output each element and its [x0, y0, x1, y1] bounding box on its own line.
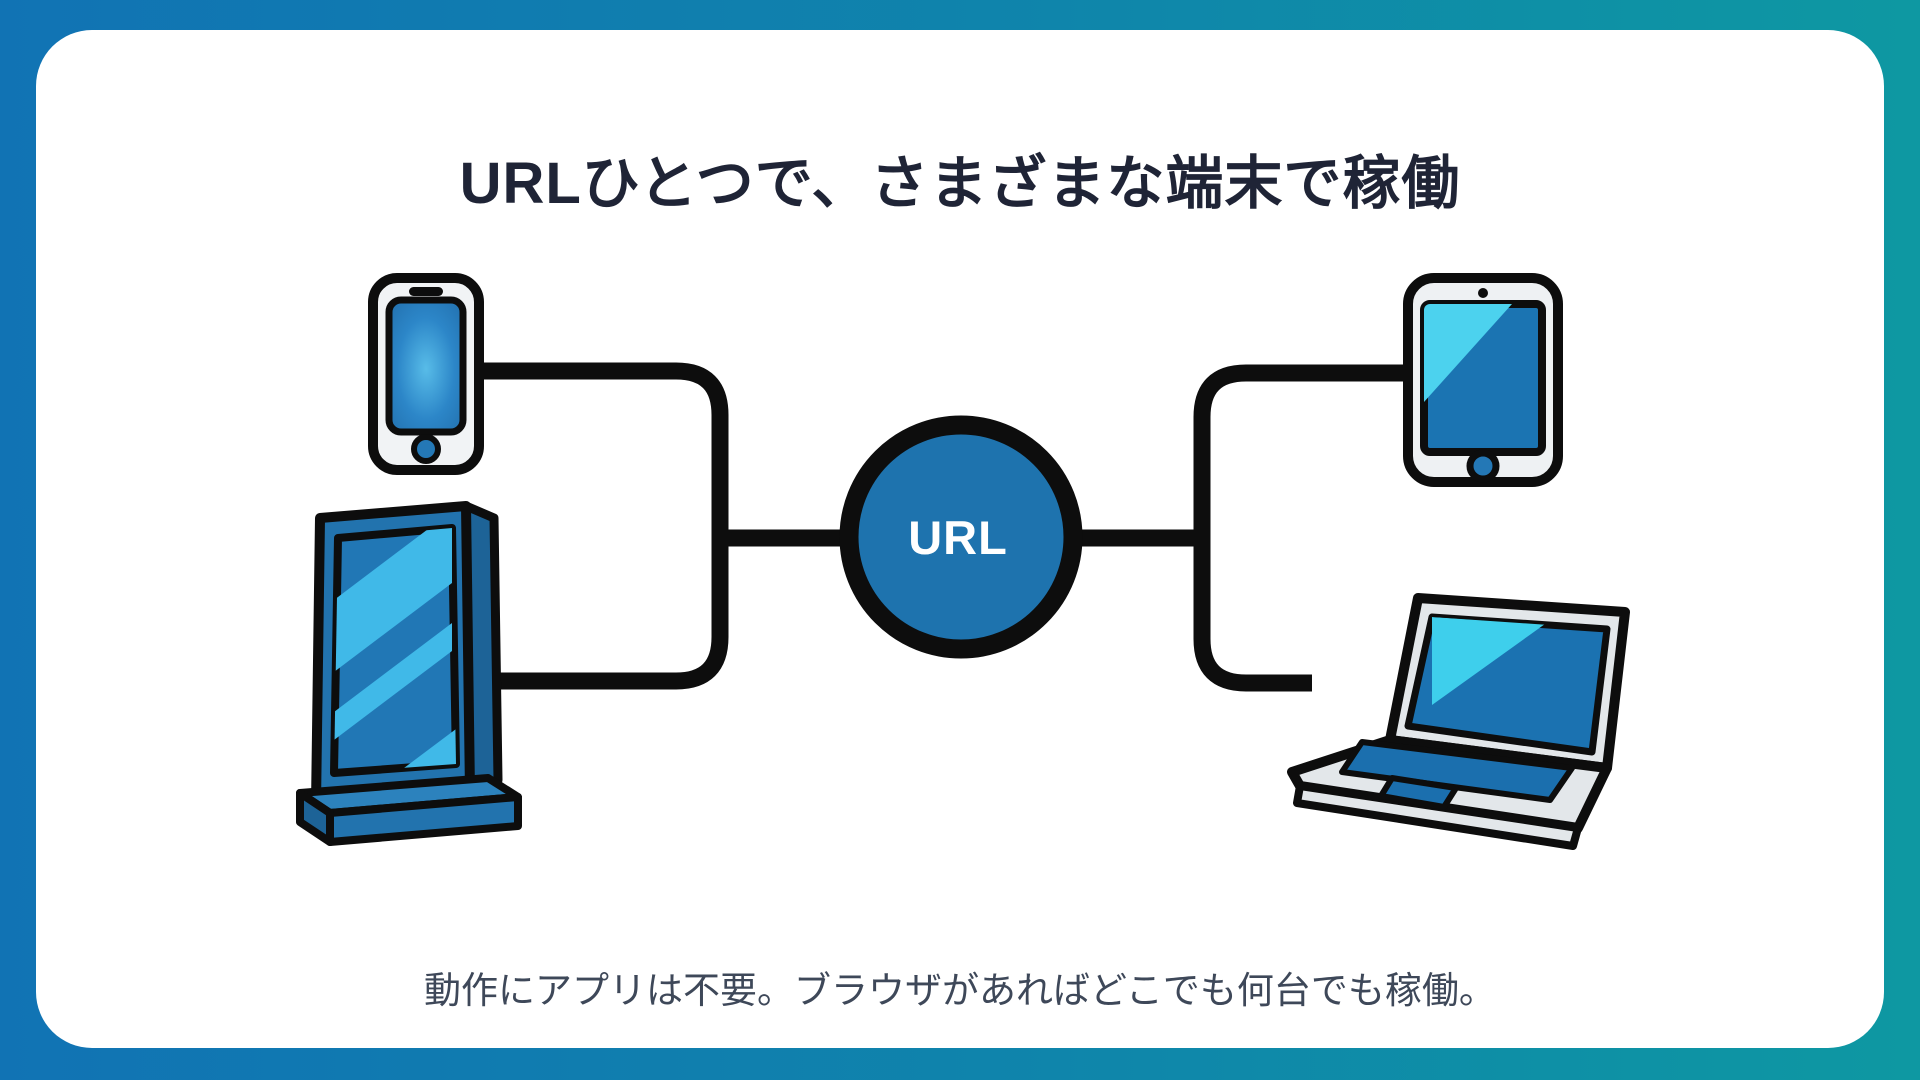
- phone-speaker-notch: [409, 287, 443, 296]
- laptop-trackpad: [1378, 775, 1459, 810]
- laptop-icon: [1287, 593, 1630, 850]
- smartphone-icon: [368, 273, 484, 475]
- tablet-home-button: [1466, 449, 1500, 483]
- connector-right-bracket: [1193, 364, 1412, 692]
- laptop-screen-glare: [1432, 617, 1545, 705]
- tablet-icon: [1403, 273, 1563, 487]
- url-hub: URL: [839, 415, 1083, 659]
- page-title: URLひとつで、さまざまな端末で稼働: [459, 151, 1461, 216]
- signage-screen-glare: [334, 528, 456, 773]
- url-hub-circle: [839, 415, 1083, 659]
- phone-home-button: [411, 434, 441, 464]
- connector-left-bracket: [470, 362, 729, 690]
- page-subtitle: 動作にアプリは不要。ブラウザがあればどこでも何台でも稼働。: [424, 970, 1496, 1011]
- url-hub-label: URL: [908, 511, 1008, 564]
- digital-signage-icon: [296, 501, 522, 846]
- laptop-keyboard: [1339, 739, 1575, 803]
- tablet-camera-dot: [1478, 288, 1488, 298]
- tablet-screen-glare: [1424, 304, 1512, 402]
